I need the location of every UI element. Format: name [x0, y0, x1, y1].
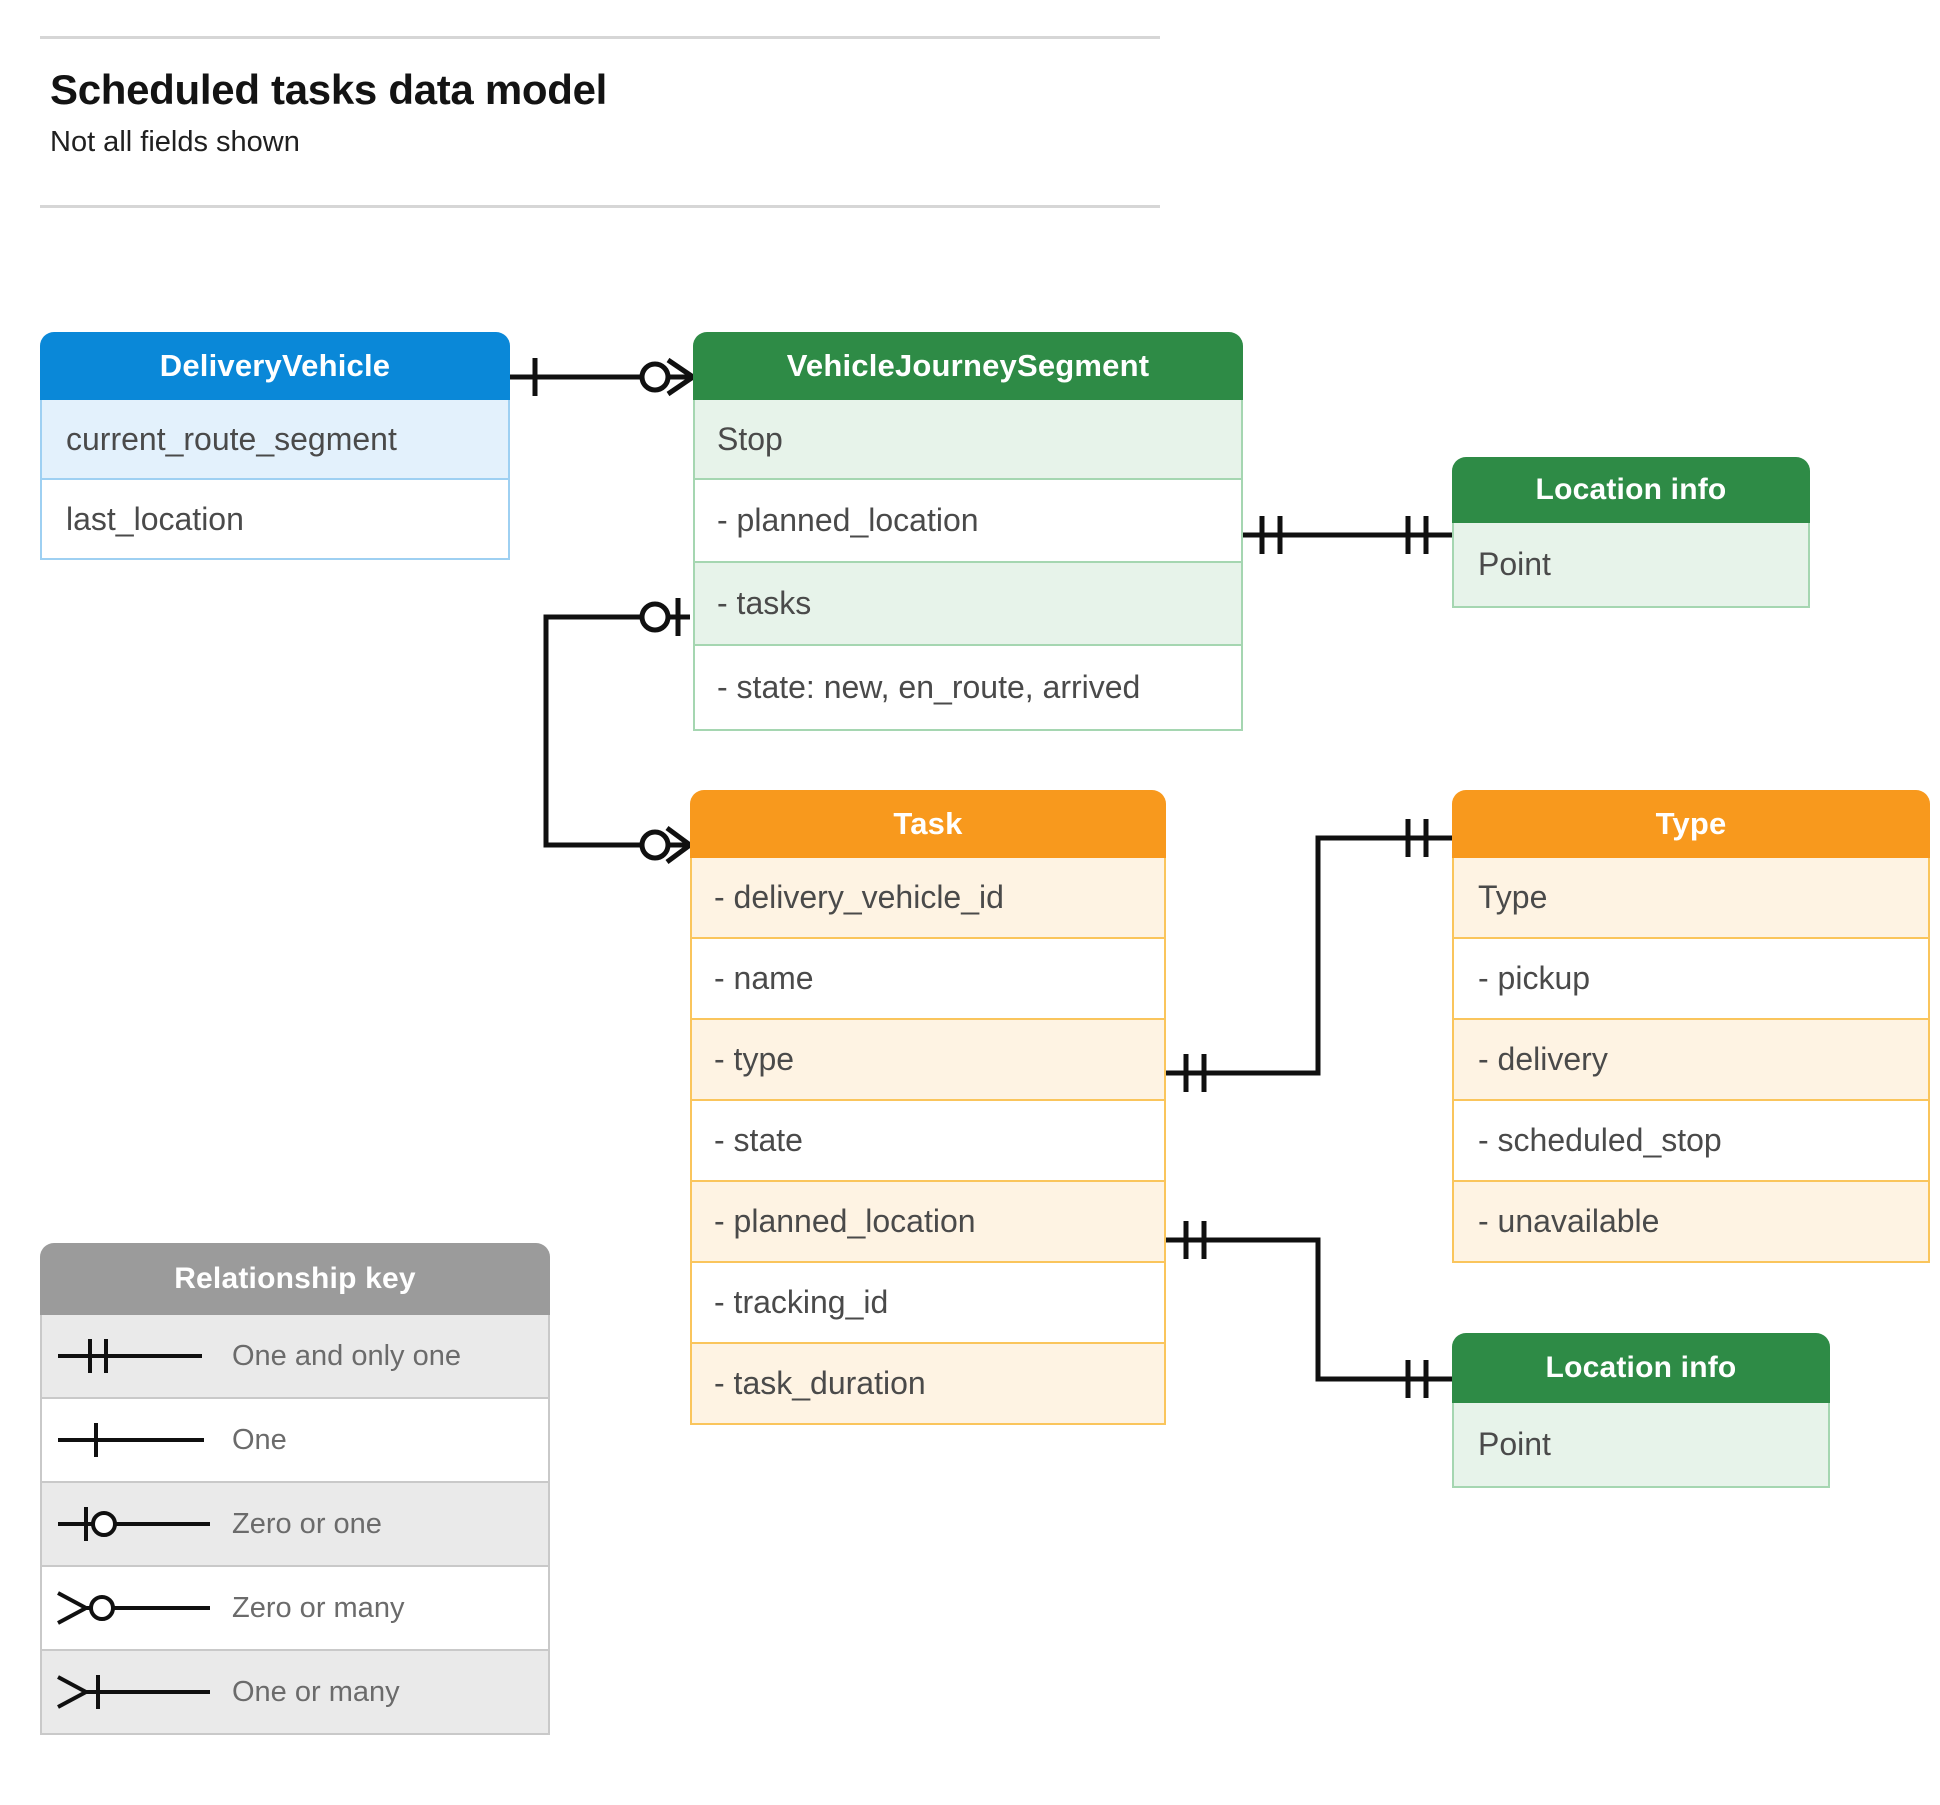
entity-header-task: Task: [690, 790, 1166, 858]
field-label: - name: [714, 960, 814, 996]
field-row[interactable]: - name: [690, 939, 1166, 1020]
field-label: - tracking_id: [714, 1284, 889, 1320]
field-label: - tasks: [717, 585, 812, 621]
legend-label: One and only one: [232, 1339, 461, 1372]
field-label: Type: [1478, 879, 1548, 915]
field-label: - unavailable: [1478, 1203, 1660, 1239]
field-row[interactable]: - pickup: [1452, 939, 1930, 1020]
field-row[interactable]: - planned_location: [690, 1182, 1166, 1263]
entity-header-location-info-bottom: Location info: [1452, 1333, 1830, 1403]
legend-item[interactable]: Zero or one: [40, 1483, 550, 1567]
entity-title: Task: [893, 806, 963, 841]
entity-location-info-bottom[interactable]: Location info Point: [1452, 1333, 1830, 1488]
legend-item[interactable]: One or many: [40, 1651, 550, 1735]
entity-title: Location info: [1545, 1351, 1737, 1384]
zero-or-one-icon: [42, 1483, 232, 1565]
entity-rows: - delivery_vehicle_id - name - type - st…: [690, 858, 1166, 1425]
entity-rows: Point: [1452, 523, 1810, 608]
entity-header-delivery-vehicle: DeliveryVehicle: [40, 332, 510, 400]
entity-title: Location info: [1535, 473, 1727, 506]
page-subtitle: Not all fields shown: [50, 126, 300, 158]
field-row[interactable]: last_location: [40, 480, 510, 560]
page-title: Scheduled tasks data model: [50, 66, 608, 113]
entity-header-location-info-top: Location info: [1452, 457, 1810, 523]
legend-item[interactable]: Zero or many: [40, 1567, 550, 1651]
field-label: Point: [1478, 546, 1551, 582]
field-label: - scheduled_stop: [1478, 1122, 1722, 1158]
crow-foot-lower: [666, 374, 695, 397]
field-label: - task_duration: [714, 1365, 926, 1401]
legend-label: One: [232, 1423, 287, 1456]
field-label: current_route_segment: [66, 420, 397, 457]
header-divider-bottom: [40, 205, 1160, 208]
field-row[interactable]: - delivery_vehicle_id: [690, 858, 1166, 939]
field-row[interactable]: - state: [690, 1101, 1166, 1182]
field-label: Stop: [717, 420, 783, 457]
field-label: - state: [714, 1122, 803, 1158]
field-row[interactable]: Point: [1452, 523, 1810, 608]
field-label: last_location: [66, 500, 244, 537]
field-label: - delivery: [1478, 1041, 1608, 1077]
legend-item[interactable]: One: [40, 1399, 550, 1483]
field-row[interactable]: - planned_location: [693, 480, 1243, 563]
entity-rows: Point: [1452, 1403, 1830, 1488]
wire-tasks-to-task: [543, 614, 690, 848]
field-row[interactable]: - scheduled_stop: [1452, 1101, 1930, 1182]
field-label: - planned_location: [717, 502, 979, 538]
entity-header-type: Type: [1452, 790, 1930, 858]
field-label: - planned_location: [714, 1203, 976, 1239]
legend-label: Zero or many: [232, 1591, 405, 1624]
field-row[interactable]: - tasks: [693, 563, 1243, 646]
crow-zero-circle: [639, 361, 671, 393]
field-label: - delivery_vehicle_id: [714, 879, 1004, 915]
legend-header: Relationship key: [40, 1243, 550, 1315]
zero-or-many-icon: [42, 1567, 232, 1649]
header-divider-top: [40, 36, 1160, 39]
entity-task[interactable]: Task - delivery_vehicle_id - name - type…: [690, 790, 1166, 1425]
one-or-many-icon: [42, 1651, 232, 1733]
entity-title: Type: [1655, 806, 1727, 841]
field-row[interactable]: - delivery: [1452, 1020, 1930, 1101]
field-label: - state: new, en_route, arrived: [717, 669, 1141, 705]
wire-task-location-to-location-bottom: [1166, 1237, 1452, 1382]
field-row[interactable]: current_route_segment: [40, 400, 510, 480]
entity-delivery-vehicle[interactable]: DeliveryVehicle current_route_segment la…: [40, 332, 510, 560]
entity-rows: Type - pickup - delivery - scheduled_sto…: [1452, 858, 1930, 1263]
field-row[interactable]: - tracking_id: [690, 1263, 1166, 1344]
entity-type[interactable]: Type Type - pickup - delivery - schedule…: [1452, 790, 1930, 1263]
field-row[interactable]: - type: [690, 1020, 1166, 1101]
entity-vehicle-journey-segment[interactable]: VehicleJourneySegment Stop - planned_loc…: [693, 332, 1243, 731]
entity-location-info-top[interactable]: Location info Point: [1452, 457, 1810, 608]
field-row[interactable]: Point: [1452, 1403, 1830, 1488]
legend-label: Zero or one: [232, 1507, 382, 1540]
entity-rows: current_route_segment last_location: [40, 400, 510, 560]
legend-label: One or many: [232, 1675, 400, 1708]
wire-task-type-to-type: [1166, 835, 1452, 1076]
field-label: - type: [714, 1041, 795, 1077]
one-and-only-one-icon: [42, 1315, 232, 1397]
entity-rows: Stop - planned_location - tasks - state:…: [693, 400, 1243, 731]
crow-foot-upper: [666, 357, 695, 380]
field-label: - pickup: [1478, 960, 1591, 996]
entity-header-vehicle-journey-segment: VehicleJourneySegment: [693, 332, 1243, 400]
field-row[interactable]: - state: new, en_route, arrived: [693, 646, 1243, 731]
entity-title: DeliveryVehicle: [159, 348, 391, 383]
relationship-key-legend: Relationship key One and only one: [40, 1243, 550, 1735]
legend-rows: One and only one One: [40, 1315, 550, 1735]
field-label: Point: [1478, 1426, 1551, 1462]
field-row[interactable]: - task_duration: [690, 1344, 1166, 1425]
legend-title: Relationship key: [174, 1262, 416, 1295]
field-row[interactable]: - unavailable: [1452, 1182, 1930, 1263]
field-row[interactable]: Type: [1452, 858, 1930, 939]
one-icon: [42, 1399, 232, 1481]
legend-item[interactable]: One and only one: [40, 1315, 550, 1399]
entity-title: VehicleJourneySegment: [786, 348, 1150, 383]
field-row[interactable]: Stop: [693, 400, 1243, 480]
